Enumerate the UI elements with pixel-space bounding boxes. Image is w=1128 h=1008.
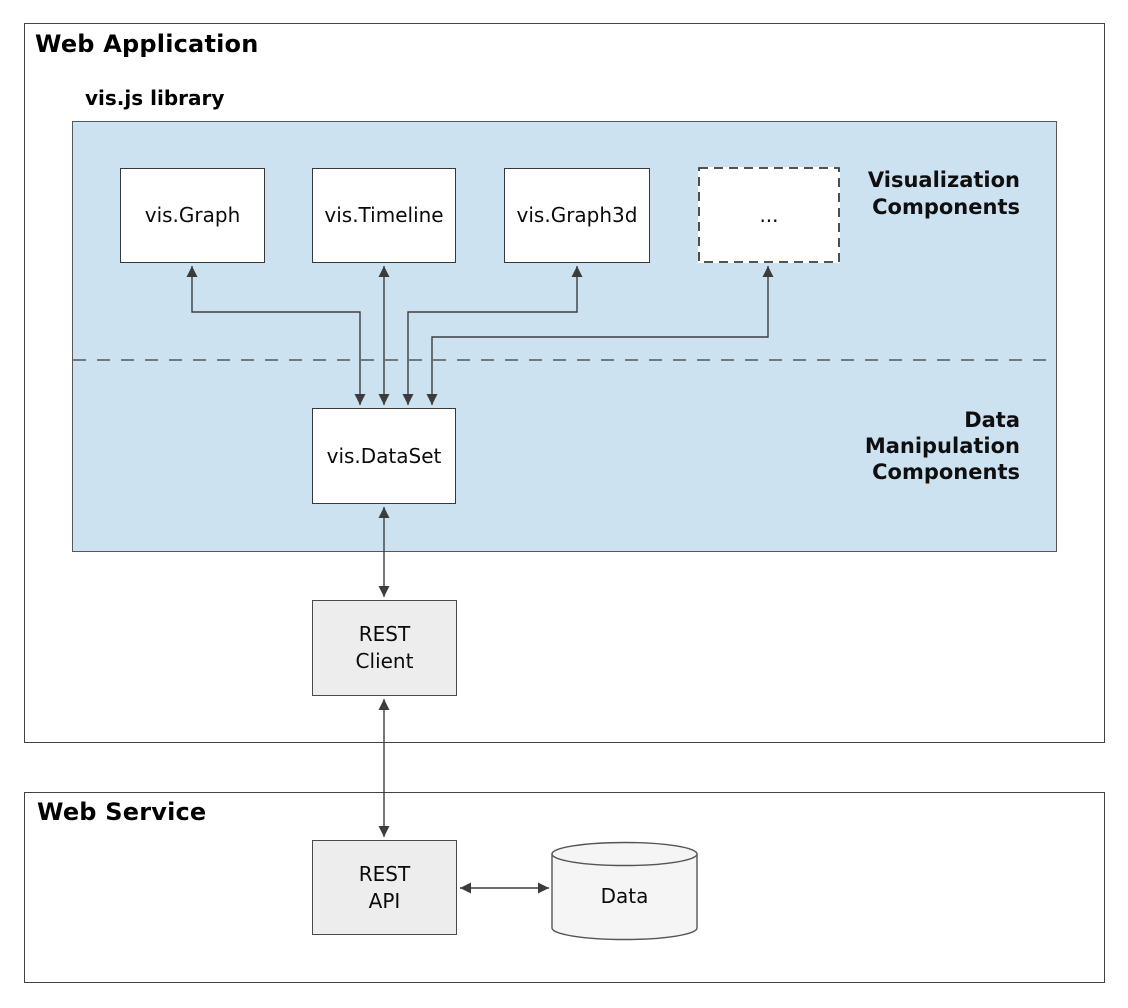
node-vis-graph3d-label: vis.Graph3d <box>516 203 638 227</box>
label-visualization-components: Visualization Components <box>868 167 1020 221</box>
node-more-label: ... <box>759 202 779 227</box>
node-vis-timeline-label: vis.Timeline <box>324 203 444 227</box>
node-rest-api: REST API <box>312 840 457 935</box>
node-rest-api-line1: REST <box>358 861 411 886</box>
data-store-cylinder: Data <box>551 841 698 941</box>
node-vis-dataset: vis.DataSet <box>312 408 456 504</box>
database-cylinder-icon <box>551 841 698 941</box>
node-rest-client-line1: REST <box>358 622 411 646</box>
web-service-title: Web Service <box>37 798 207 826</box>
visjs-library-title: vis.js library <box>85 86 225 110</box>
node-vis-timeline: vis.Timeline <box>312 168 456 263</box>
node-rest-client: REST Client <box>312 600 457 696</box>
web-service-frame <box>24 792 1105 983</box>
web-application-frame <box>24 23 1105 743</box>
node-data-label: Data <box>600 884 649 908</box>
node-vis-graph-label: vis.Graph <box>144 203 241 227</box>
node-rest-api-line2: API <box>368 888 401 913</box>
web-application-title: Web Application <box>35 30 259 58</box>
label-data-manipulation-components: Data Manipulation Components <box>865 407 1020 485</box>
node-more-components: ... <box>698 167 840 263</box>
label-data-manipulation-line2: Manipulation <box>864 434 1020 458</box>
node-vis-graph: vis.Graph <box>120 168 265 263</box>
label-data-manipulation-line1: Data <box>964 408 1020 432</box>
node-rest-client-line2: Client <box>355 649 414 673</box>
dashed-border <box>698 167 840 263</box>
node-rest-api-label: REST API <box>359 861 410 915</box>
node-vis-graph3d: vis.Graph3d <box>504 168 650 263</box>
label-data-manipulation-line3: Components <box>872 460 1020 484</box>
label-visualization-line1: Visualization <box>867 168 1020 192</box>
label-visualization-line2: Components <box>872 195 1020 219</box>
node-vis-dataset-label: vis.DataSet <box>326 443 442 468</box>
node-rest-client-label: REST Client <box>356 621 414 675</box>
